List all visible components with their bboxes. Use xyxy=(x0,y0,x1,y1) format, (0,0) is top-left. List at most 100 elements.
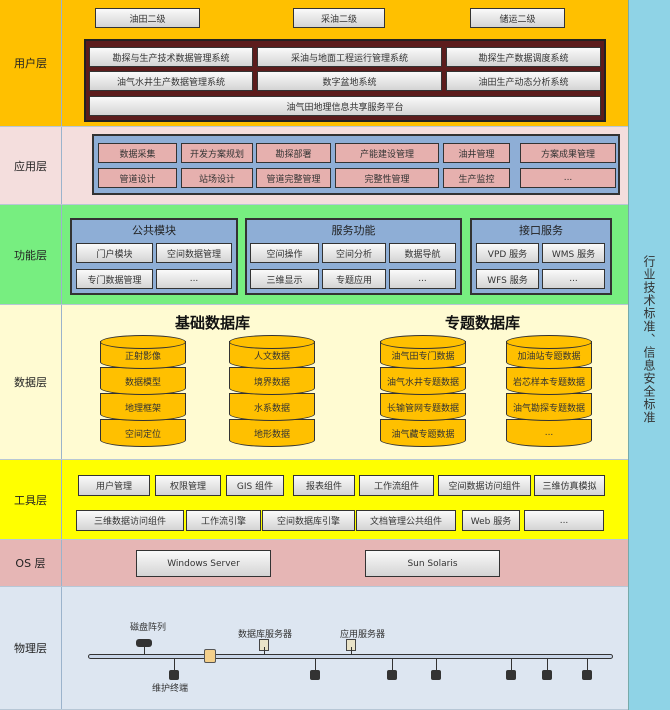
tool-button[interactable]: 用户管理 xyxy=(78,475,150,496)
user-layer: 用户层 油田二级 采油二级 储运二级 勘探与生产技术数据管理系统 采油与地面工程… xyxy=(0,0,628,127)
user-button[interactable]: 储运二级 xyxy=(470,8,565,28)
database-segment: 空间定位 xyxy=(100,419,186,447)
computer-icon xyxy=(542,670,552,680)
storage-label: 磁盘阵列 xyxy=(130,623,167,633)
app-button[interactable]: 开发方案规划 xyxy=(181,143,253,163)
func-button[interactable]: ... xyxy=(389,269,456,289)
system-button[interactable]: 勘探与生产技术数据管理系统 xyxy=(89,47,253,67)
basic-db-title: 基础数据库 xyxy=(175,314,251,332)
func-button[interactable]: VPD 服务 xyxy=(476,243,539,263)
network-link xyxy=(511,659,512,671)
tool-button[interactable]: 三维数据访问组件 xyxy=(76,510,184,531)
app-layer: 应用层 数据采集开发方案规划勘探部署产能建设管理油井管理方案成果管理管道设计站场… xyxy=(0,127,628,205)
app-server-label: 应用服务器 xyxy=(340,630,386,640)
database-segment: 水系数据 xyxy=(229,393,315,421)
tool-button[interactable]: ... xyxy=(524,510,604,531)
layer-label: 用户层 xyxy=(0,0,62,126)
layer-label: 应用层 xyxy=(0,127,62,204)
database-segment: 岩芯样本专题数据 xyxy=(506,367,592,395)
tool-button[interactable]: 三维仿真模拟 xyxy=(534,475,605,496)
func-button[interactable]: WFS 服务 xyxy=(476,269,539,289)
database-cylinder: 油气藏专题数据长输管网专题数据油气水井专题数据油气田专门数据 xyxy=(380,335,466,453)
system-button[interactable]: 油气水井生产数据管理系统 xyxy=(89,71,253,91)
func-button[interactable]: ... xyxy=(156,269,232,289)
func-group-title: 公共模块 xyxy=(132,224,176,237)
func-button[interactable]: 数据导航 xyxy=(389,243,456,263)
app-button[interactable]: 站场设计 xyxy=(181,168,253,188)
layer-label: 数据层 xyxy=(0,305,62,459)
tool-button[interactable]: Web 服务 xyxy=(462,510,520,531)
tool-button[interactable]: 报表组件 xyxy=(293,475,355,496)
computer-icon xyxy=(169,670,179,680)
app-button[interactable]: 数据采集 xyxy=(98,143,177,163)
database-cylinder: ...油气勘探专题数据岩芯样本专题数据加油站专题数据 xyxy=(506,335,592,453)
network-link xyxy=(351,647,352,655)
database-cylinder: 空间定位地理框架数据模型正射影像 xyxy=(100,335,186,453)
func-group-title: 接口服务 xyxy=(519,224,563,237)
system-button[interactable]: 数字盆地系统 xyxy=(257,71,442,91)
app-button[interactable]: 方案成果管理 xyxy=(520,143,616,163)
app-button[interactable]: 完整性管理 xyxy=(335,168,439,188)
cylinder-top xyxy=(229,335,315,349)
func-layer: 功能层 公共模块门户模块空间数据管理专门数据管理...服务功能空间操作空间分析数… xyxy=(0,205,628,305)
database-segment: 数据模型 xyxy=(100,367,186,395)
func-button[interactable]: 专门数据管理 xyxy=(76,269,153,289)
tool-button[interactable]: GIS 组件 xyxy=(226,475,284,496)
computer-icon xyxy=(310,670,320,680)
app-button[interactable]: 管道完整管理 xyxy=(256,168,331,188)
layer-label: 工具层 xyxy=(0,460,62,539)
tool-button[interactable]: 权限管理 xyxy=(155,475,221,496)
storage-icon xyxy=(136,639,152,647)
network-link xyxy=(174,659,175,671)
os-sun-solaris[interactable]: Sun Solaris xyxy=(365,550,500,577)
network-link xyxy=(436,659,437,671)
data-layer: 数据层 基础数据库 专题数据库 空间定位地理框架数据模型正射影像地形数据水系数据… xyxy=(0,305,628,460)
func-button[interactable]: 门户模块 xyxy=(76,243,153,263)
physical-layer: 物理层 磁盘阵列 数据库服务器 应用服务器 维护终端 xyxy=(0,587,628,710)
func-button[interactable]: 空间分析 xyxy=(322,243,386,263)
user-button[interactable]: 采油二级 xyxy=(293,8,385,28)
cylinder-top xyxy=(100,335,186,349)
layer-label: OS 层 xyxy=(0,540,62,586)
func-button[interactable]: 专题应用 xyxy=(322,269,386,289)
app-button[interactable]: ... xyxy=(520,168,616,188)
user-button[interactable]: 油田二级 xyxy=(95,8,200,28)
database-segment: 油气水井专题数据 xyxy=(380,367,466,395)
database-cylinder: 地形数据水系数据境界数据人文数据 xyxy=(229,335,315,453)
tool-button[interactable]: 工作流组件 xyxy=(359,475,434,496)
cylinder-top xyxy=(506,335,592,349)
app-button[interactable]: 产能建设管理 xyxy=(335,143,439,163)
system-button[interactable]: 油田生产动态分析系统 xyxy=(446,71,601,91)
func-button[interactable]: WMS 服务 xyxy=(542,243,605,263)
tool-button[interactable]: 工作流引擎 xyxy=(186,510,261,531)
func-button[interactable]: ... xyxy=(542,269,605,289)
func-button[interactable]: 空间操作 xyxy=(250,243,319,263)
app-button[interactable]: 勘探部署 xyxy=(256,143,331,163)
tool-button[interactable]: 文档管理公共组件 xyxy=(356,510,456,531)
app-button[interactable]: 管道设计 xyxy=(98,168,177,188)
tool-button[interactable]: 空间数据库引擎 xyxy=(262,510,355,531)
computer-icon xyxy=(506,670,516,680)
database-segment: ... xyxy=(506,419,592,447)
system-button[interactable]: 采油与地面工程运行管理系统 xyxy=(257,47,442,67)
network-link xyxy=(264,647,265,655)
app-button[interactable]: 生产监控 xyxy=(443,168,510,188)
system-button[interactable]: 油气田地理信息共享服务平台 xyxy=(89,96,601,116)
maint-terminal-label: 维护终端 xyxy=(152,684,189,694)
database-segment: 长输管网专题数据 xyxy=(380,393,466,421)
network-link xyxy=(547,659,548,671)
app-button[interactable]: 油井管理 xyxy=(443,143,510,163)
os-windows-server[interactable]: Windows Server xyxy=(136,550,271,577)
system-button[interactable]: 勘探生产数据调度系统 xyxy=(446,47,601,67)
database-segment: 油气勘探专题数据 xyxy=(506,393,592,421)
computer-icon xyxy=(387,670,397,680)
network-bus xyxy=(88,654,613,659)
topic-db-title: 专题数据库 xyxy=(445,314,521,332)
db-server-label: 数据库服务器 xyxy=(238,630,293,640)
database-segment: 油气藏专题数据 xyxy=(380,419,466,447)
tool-button[interactable]: 空间数据访问组件 xyxy=(438,475,531,496)
network-link xyxy=(144,647,145,655)
func-button[interactable]: 空间数据管理 xyxy=(156,243,232,263)
func-button[interactable]: 三维显示 xyxy=(250,269,319,289)
